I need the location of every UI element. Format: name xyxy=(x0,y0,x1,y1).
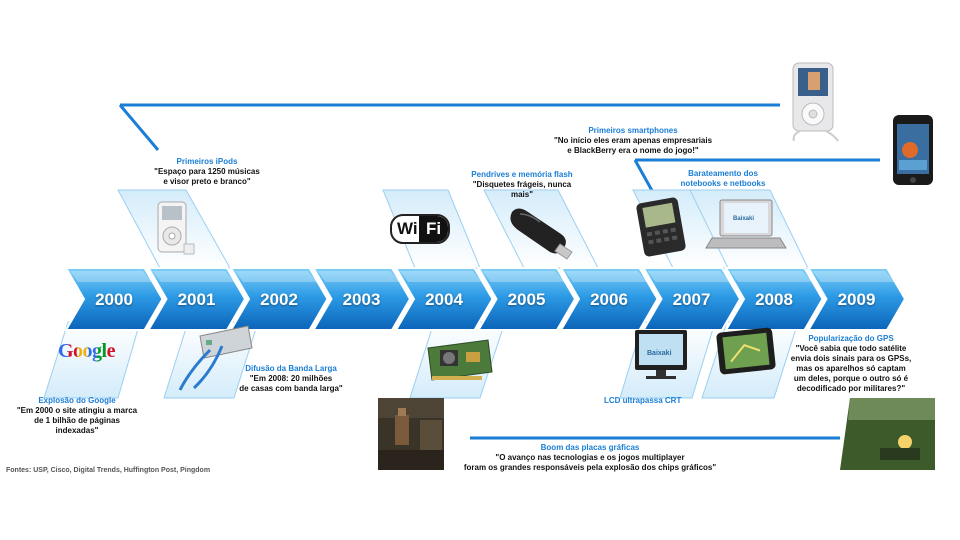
lcd-brand-text: Baixaki xyxy=(647,350,672,357)
graphics-card-image xyxy=(427,339,493,381)
timeline-arrow-highlight xyxy=(565,271,648,282)
timeline-arrow-highlight xyxy=(482,271,565,282)
year-label-2002: 2002 xyxy=(260,290,298,309)
ipod-first-gen-image xyxy=(157,201,195,255)
label-gps: Popularização do GPS "Você sabia que tod… xyxy=(790,334,912,394)
blackberry-image xyxy=(636,197,686,257)
label-flash-quote: "Disquetes frágeis, nunca mais" xyxy=(472,180,572,199)
label-ipod-title: Primeiros iPods xyxy=(176,157,238,166)
year-label-2000: 2000 xyxy=(95,290,133,309)
timeline-arrow-2009 xyxy=(806,267,907,331)
timeline-arrow-highlight xyxy=(317,271,400,282)
timeline-arrows xyxy=(64,267,907,331)
year-label-2007: 2007 xyxy=(672,290,711,309)
label-google-quote: "Em 2000 o site atingiu a marca de 1 bil… xyxy=(16,406,138,435)
year-label-2005: 2005 xyxy=(507,290,546,309)
timeline-arrow-highlight xyxy=(647,271,730,282)
lcd-screen-brand: Baixaki xyxy=(647,350,672,357)
gps-device-image xyxy=(716,327,776,375)
label-google-title: Explosão do Google xyxy=(38,396,116,405)
timeline-arrow-2004 xyxy=(394,267,494,331)
label-notebooks: Barateamento dos notebooks e netbooks xyxy=(668,169,778,189)
label-google: Explosão do Google "Em 2000 o site ating… xyxy=(12,396,142,436)
timeline-arrow-highlight xyxy=(235,271,318,282)
year-label-2003: 2003 xyxy=(342,290,381,309)
label-ipod: Primeiros iPods "Espaço para 1250 música… xyxy=(152,157,262,187)
label-gps-title: Popularização do GPS xyxy=(808,334,894,343)
wifi-logo-fi: Fi xyxy=(419,216,448,242)
game-screenshot-left xyxy=(378,398,444,470)
year-label-2001: 2001 xyxy=(177,290,216,309)
connector-lines xyxy=(118,103,880,440)
label-broadband-quote: "Em 2008: 20 milhões de casas com banda … xyxy=(239,374,343,393)
year-label-2009: 2009 xyxy=(837,290,876,309)
label-flash-title: Pendrives e memória flash xyxy=(471,170,573,179)
google-logo: Google xyxy=(58,340,116,363)
ipod-classic-image xyxy=(792,62,839,142)
timeline-arrow-highlight xyxy=(730,271,813,282)
broadband-router-image xyxy=(178,325,253,391)
timeline-arrow-highlight xyxy=(152,271,235,282)
timeline-arrow-2002 xyxy=(229,267,329,331)
label-notebooks-title: Barateamento dos notebooks e netbooks xyxy=(680,169,766,188)
notebook-brand-text: Baixaki xyxy=(733,216,755,222)
lcd-monitor-image xyxy=(635,330,687,379)
timeline-arrow-highlight xyxy=(70,271,153,282)
sources-note: Fontes: USP, Cisco, Digital Trends, Huff… xyxy=(6,467,211,474)
pendrive-image xyxy=(510,208,573,260)
timeline-arrow-2007 xyxy=(641,267,742,331)
label-broadband-title: Difusão da Banda Larga xyxy=(245,364,337,373)
notebook-screen-brand: Baixaki xyxy=(733,216,754,222)
year-label-2006: 2006 xyxy=(590,290,628,309)
timeline-arrow-highlight xyxy=(812,271,895,282)
label-graphics: Boom das placas gráficas "O avanço nas t… xyxy=(440,443,740,473)
upper-panels xyxy=(117,189,809,269)
timeline-arrow-2008 xyxy=(724,267,824,331)
google-logo-text: Google xyxy=(58,340,116,362)
timeline-arrow-2003 xyxy=(311,267,412,331)
year-label-2008: 2008 xyxy=(755,290,793,309)
year-label-2004: 2004 xyxy=(425,290,463,309)
label-smartphones: Primeiros smartphones "No início eles er… xyxy=(548,126,718,156)
label-lcd: LCD ultrapassa CRT xyxy=(604,396,704,406)
label-ipod-quote: "Espaço para 1250 músicas e visor preto … xyxy=(154,167,260,186)
timeline-arrow-2000 xyxy=(64,267,164,331)
iphone-image xyxy=(893,115,933,185)
label-smartphones-title: Primeiros smartphones xyxy=(588,126,678,135)
label-broadband: Difusão da Banda Larga "Em 2008: 20 milh… xyxy=(236,364,346,394)
wifi-logo-wi: Wi xyxy=(397,219,418,238)
label-smartphones-quote: "No início eles eram apenas empresariais… xyxy=(553,136,713,155)
label-flash: Pendrives e memória flash "Disquetes frá… xyxy=(462,170,582,200)
timeline-arrow-highlight xyxy=(400,271,483,282)
wifi-logo: Wi Fi xyxy=(390,214,450,244)
timeline-arrow-2005 xyxy=(476,267,577,331)
label-lcd-title: LCD ultrapassa CRT xyxy=(604,396,682,405)
label-graphics-title: Boom das placas gráficas xyxy=(540,443,640,452)
label-gps-quote: "Você sabia que todo satélite envia dois… xyxy=(790,344,912,393)
game-screenshot-right xyxy=(840,398,935,470)
label-graphics-quote: "O avanço nas tecnologias e os jogos mul… xyxy=(463,453,717,472)
notebook-image xyxy=(705,199,787,249)
